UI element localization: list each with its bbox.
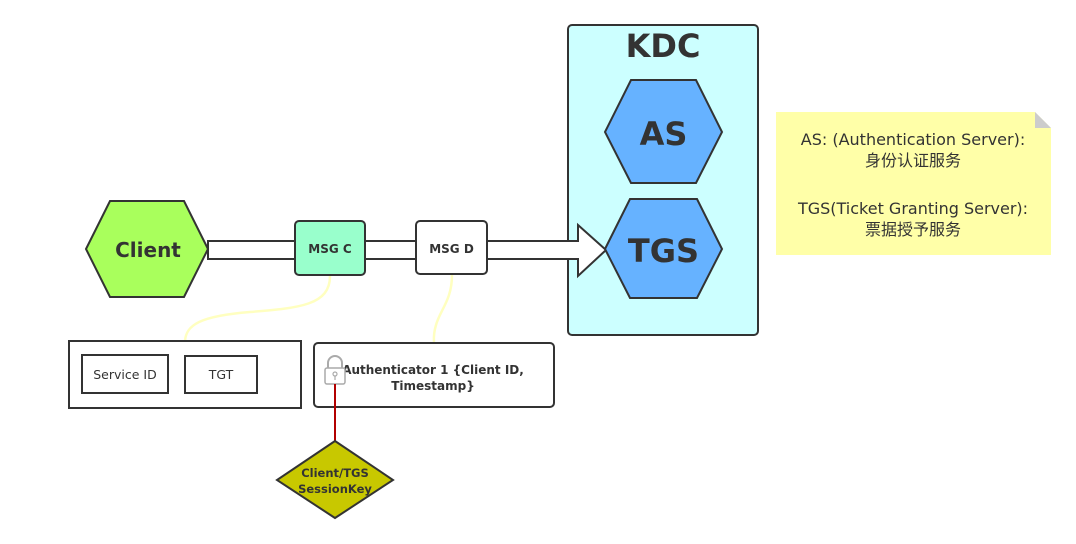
session-key-line1: Client/TGS (301, 466, 369, 480)
msg-c-label: MSG C (308, 242, 352, 256)
note-line-tgs: TGS(Ticket Granting Server): (797, 199, 1028, 218)
lock-icon (324, 355, 346, 385)
tgt-box[interactable]: TGT (184, 355, 258, 394)
tgt-label: TGT (208, 367, 234, 382)
msg-d-node[interactable]: MSG D (415, 220, 488, 275)
note-line-as-cn: 身份认证服务 (865, 151, 961, 170)
tgs-node[interactable]: TGS (603, 198, 724, 299)
msg-d-label: MSG D (429, 242, 474, 256)
client-to-tgs-arrow[interactable] (207, 222, 608, 279)
authenticator-node[interactable]: Authenticator 1 {Client ID, Timestamp} (313, 342, 555, 408)
note-line-as: AS: (Authentication Server): (801, 130, 1025, 149)
session-key-node[interactable]: Client/TGS SessionKey (275, 439, 395, 520)
as-node[interactable]: AS (603, 79, 724, 184)
note-fold-corner (1035, 112, 1051, 128)
authenticator-line2: Timestamp} (391, 379, 475, 393)
tgs-label: TGS (628, 232, 699, 270)
kdc-label: KDC (626, 27, 701, 65)
legend-note[interactable]: AS: (Authentication Server): 身份认证服务 TGS(… (776, 112, 1051, 255)
service-id-label: Service ID (93, 367, 156, 382)
session-key-line2: SessionKey (298, 482, 372, 496)
as-label: AS (640, 115, 688, 153)
note-line-tgs-cn: 票据授予服务 (865, 220, 961, 239)
client-label: Client (115, 238, 181, 262)
client-node[interactable]: Client (84, 200, 210, 298)
msg-c-content-container[interactable]: Service ID TGT (68, 340, 302, 409)
msg-c-connector (183, 275, 332, 342)
service-id-box[interactable]: Service ID (81, 354, 169, 394)
msg-d-connector (432, 274, 454, 344)
authenticator-line1: Authenticator 1 {Client ID, (342, 363, 524, 377)
msg-c-node[interactable]: MSG C (294, 220, 366, 276)
